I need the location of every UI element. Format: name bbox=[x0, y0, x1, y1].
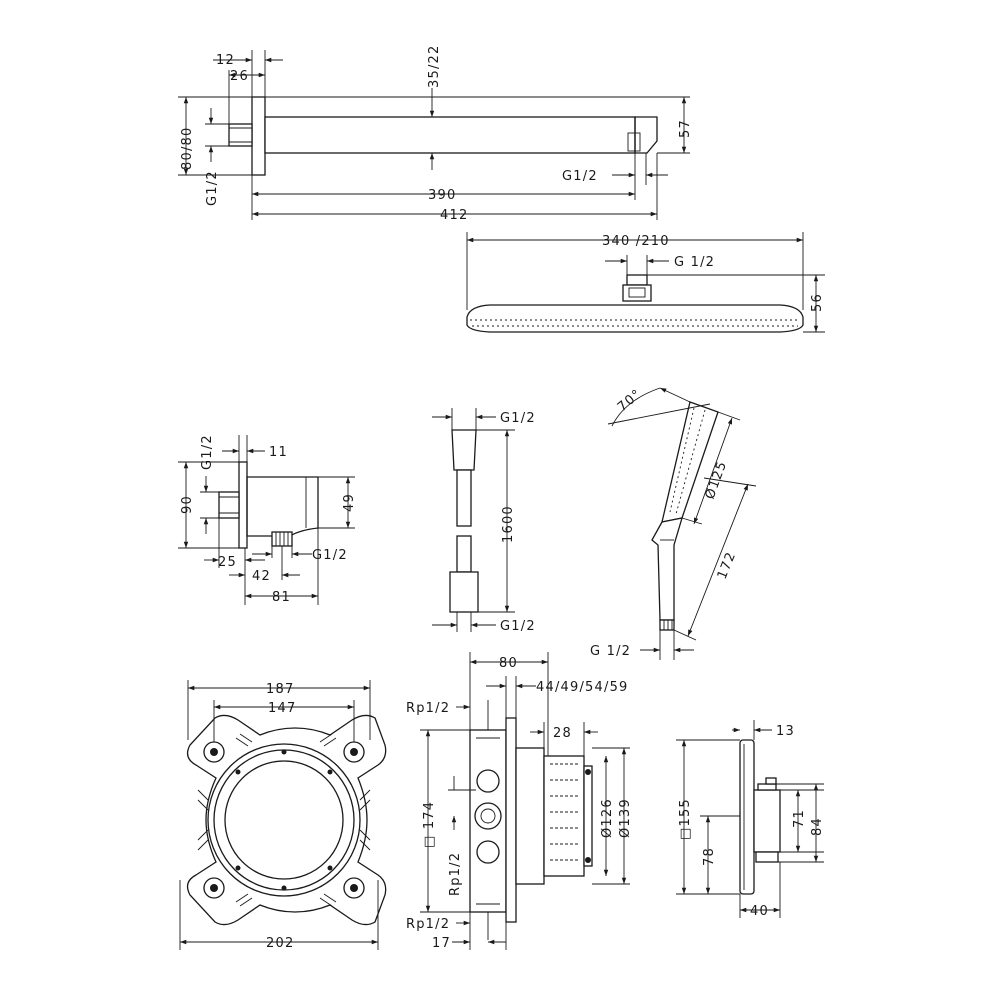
dim-35-22-label: 35/22 bbox=[427, 45, 442, 88]
dim-12-label: 12 bbox=[216, 53, 235, 68]
basic-set-drawing bbox=[469, 717, 593, 923]
hose-view: G1/2 1600 G1/2 bbox=[432, 408, 536, 634]
basic-set-dimensions: 80 44/49/54/59 Rp1/2 28 □ 174 Rp1/2 bbox=[406, 652, 633, 951]
trim-plate-view: 13 □155 78 71 84 40 bbox=[676, 720, 825, 919]
mounting-frame-dimensions: 187 147 202 bbox=[179, 680, 379, 951]
dim-44-59-label: 44/49/54/59 bbox=[536, 680, 629, 695]
dim-d126-label: Ø126 bbox=[600, 798, 615, 838]
hand-shower-drawing bbox=[651, 401, 719, 631]
dim-g12-overhead-label: G 1/2 bbox=[674, 255, 715, 270]
dim-80-basic-label: 80 bbox=[499, 656, 518, 671]
mounting-frame-view: 187 147 202 bbox=[179, 680, 387, 951]
dim-70deg-label: 70° bbox=[615, 386, 645, 415]
dim-26-label: 26 bbox=[230, 69, 249, 84]
dim-13-label: 13 bbox=[776, 724, 795, 739]
dim-g12-right-label: G1/2 bbox=[562, 169, 598, 184]
hand-shower-view: 70° Ø125 172 G 1/2 bbox=[590, 386, 757, 660]
dim-57-label: 57 bbox=[678, 119, 693, 138]
dim-390-label: 390 bbox=[428, 188, 456, 203]
dim-g12-hose-bottom-label: G1/2 bbox=[500, 619, 536, 634]
dim-78-label: 78 bbox=[702, 847, 717, 866]
overhead-shower-view: 340 /210 G 1/2 56 bbox=[466, 232, 825, 333]
hose-drawing bbox=[449, 429, 479, 613]
dim-g12-outlet-top-label: G1/2 bbox=[200, 434, 215, 470]
dim-155-label: □155 bbox=[678, 798, 693, 840]
trim-plate-dimensions: 13 □155 78 71 84 40 bbox=[676, 720, 825, 919]
dim-rp12-bottom-label: Rp1/2 bbox=[406, 917, 450, 932]
dim-81-label: 81 bbox=[272, 590, 291, 605]
dim-1600-label: 1600 bbox=[501, 505, 516, 543]
hose-dimensions: G1/2 1600 G1/2 bbox=[432, 408, 536, 634]
dim-71-label: 71 bbox=[792, 809, 807, 828]
wall-outlet-drawing bbox=[218, 461, 319, 549]
dim-g12-outlet-bottom-label: G1/2 bbox=[312, 548, 348, 563]
dim-80-80-label: 80/80 bbox=[180, 127, 195, 170]
dim-187-label: 187 bbox=[266, 682, 294, 697]
dim-17-label: 17 bbox=[432, 936, 451, 951]
shower-arm-view: 12 26 35/22 80/80 G1/2 57 G1/2 bbox=[178, 45, 693, 223]
trim-plate-drawing bbox=[739, 739, 781, 895]
overhead-shower-dimensions: 340 /210 G 1/2 56 bbox=[466, 232, 825, 333]
dim-25-label: 25 bbox=[218, 555, 237, 570]
dim-84-label: 84 bbox=[810, 817, 825, 836]
dim-rp12-top-label: Rp1/2 bbox=[406, 701, 450, 716]
dim-412-label: 412 bbox=[440, 208, 468, 223]
dim-42-label: 42 bbox=[252, 569, 271, 584]
dim-rp12-mid-label: Rp1/2 bbox=[448, 852, 463, 896]
dim-g12-left-label: G1/2 bbox=[205, 170, 220, 206]
dim-d139-label: Ø139 bbox=[618, 798, 633, 838]
dim-202-label: 202 bbox=[266, 936, 294, 951]
dim-g12-hose-top-label: G1/2 bbox=[500, 411, 536, 426]
dim-49-label: 49 bbox=[342, 493, 357, 512]
basic-set-view: 80 44/49/54/59 Rp1/2 28 □ 174 Rp1/2 bbox=[406, 652, 633, 951]
shower-arm-dimensions: 12 26 35/22 80/80 G1/2 57 G1/2 bbox=[178, 45, 693, 223]
dim-90-label: 90 bbox=[180, 495, 195, 514]
dim-172-label: 172 bbox=[715, 550, 740, 582]
dim-147-label: 147 bbox=[268, 701, 296, 716]
dim-174-label: □ 174 bbox=[422, 801, 437, 848]
wall-outlet-view: 11 G1/2 90 49 25 42 bbox=[178, 434, 357, 605]
overhead-shower-drawing bbox=[466, 274, 804, 333]
dim-g12-hand-label: G 1/2 bbox=[590, 644, 631, 659]
dim-40-label: 40 bbox=[750, 904, 769, 919]
dim-11-label: 11 bbox=[269, 445, 288, 460]
dim-56-label: 56 bbox=[810, 293, 825, 312]
shower-arm-drawing bbox=[228, 96, 658, 176]
mounting-frame-drawing bbox=[186, 714, 387, 926]
dim-340-210-label: 340 /210 bbox=[602, 234, 670, 249]
dim-28-label: 28 bbox=[553, 726, 572, 741]
wall-outlet-dimensions: 11 G1/2 90 49 25 42 bbox=[178, 434, 357, 605]
